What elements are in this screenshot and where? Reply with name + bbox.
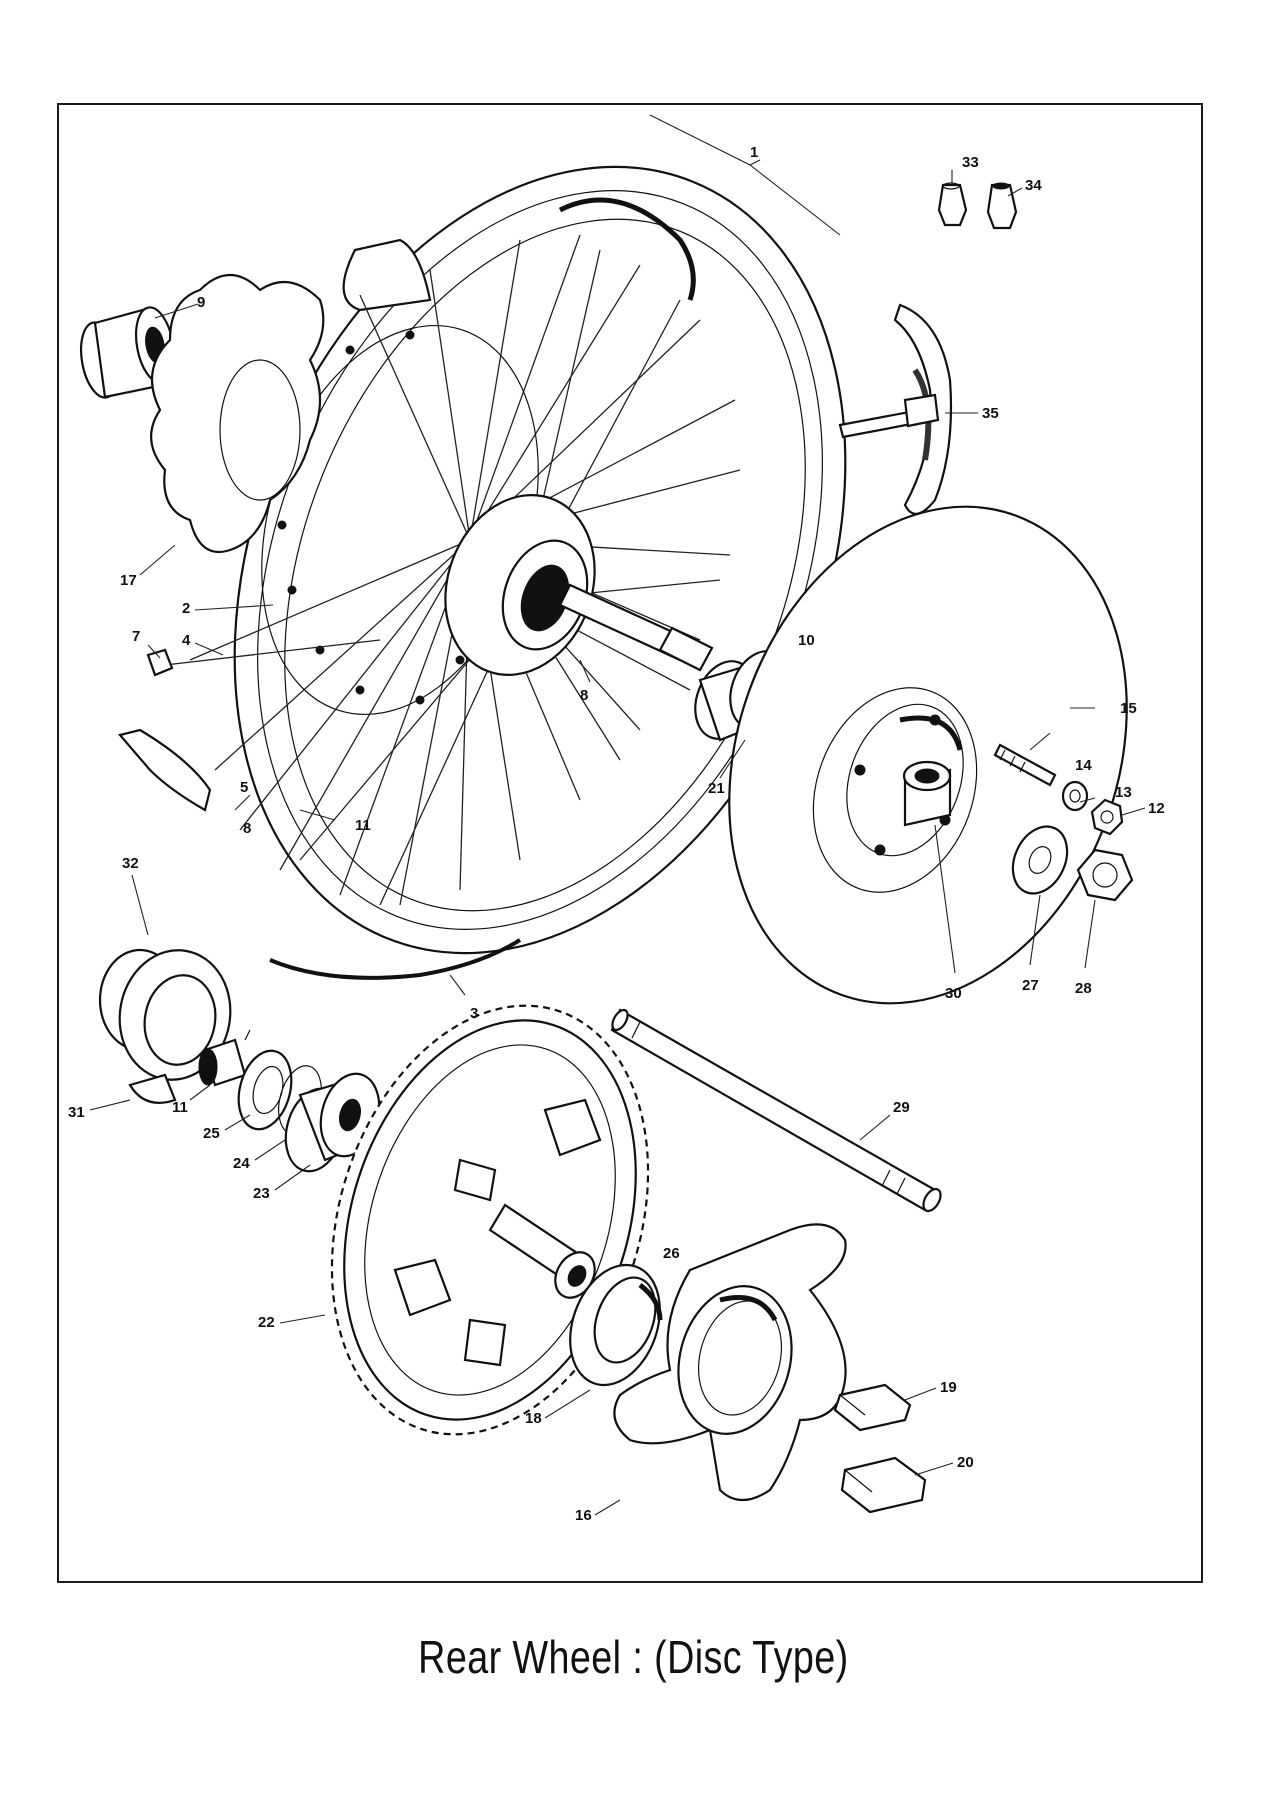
lock-ring <box>569 1263 663 1387</box>
callout-27: 27 <box>1022 977 1039 994</box>
callout-4: 4 <box>182 632 191 649</box>
callout-9: 9 <box>197 294 205 311</box>
callout-29: 29 <box>893 1099 910 1116</box>
rear-sprocket <box>330 1004 650 1436</box>
callout-34: 34 <box>1025 177 1042 194</box>
callout-2: 2 <box>182 600 190 617</box>
spoke-and-nipple <box>146 639 381 677</box>
callout-24: 24 <box>233 1155 250 1172</box>
callout-25: 25 <box>203 1125 220 1142</box>
callout-18: 18 <box>525 1410 542 1427</box>
callout-3: 3 <box>470 1005 478 1022</box>
hub-spindle <box>558 583 714 672</box>
wheel-hub <box>444 494 596 676</box>
callout-33: 33 <box>962 154 979 171</box>
diagram-caption: Rear Wheel : (Disc Type) <box>418 1631 849 1683</box>
callout-labels: 1 2 3 4 5 7 8 8 9 10 11 11 12 13 14 15 1… <box>68 144 1165 1524</box>
bearing-housing <box>98 948 232 1104</box>
rubber-block-20 <box>840 1456 927 1514</box>
callout-8-rim: 8 <box>243 820 251 837</box>
callout-31: 31 <box>68 1104 85 1121</box>
callout-16: 16 <box>575 1507 592 1524</box>
spoke-nipple-34 <box>986 182 1018 230</box>
callout-14: 14 <box>1075 757 1092 774</box>
callout-8-hub: 8 <box>580 687 588 704</box>
left-bearing <box>79 306 176 399</box>
wheel-spindle <box>610 1008 942 1213</box>
axle-nut <box>1076 848 1134 902</box>
disc-stud <box>993 743 1057 787</box>
callout-10: 10 <box>798 632 815 649</box>
callout-11-sleeve: 11 <box>172 1099 188 1116</box>
callout-30: 30 <box>945 985 962 1002</box>
exploded-parts-diagram: 1 2 3 4 5 7 8 8 9 10 11 11 12 13 14 15 1… <box>68 114 1165 1524</box>
callout-32: 32 <box>122 855 139 872</box>
callout-19: 19 <box>940 1379 957 1396</box>
callout-17: 17 <box>120 572 137 589</box>
callout-5: 5 <box>240 779 248 796</box>
callout-13: 13 <box>1115 784 1132 801</box>
callout-35: 35 <box>982 405 999 422</box>
stud-washer <box>1061 780 1089 812</box>
callout-23: 23 <box>253 1185 270 1202</box>
leader-lines <box>89 114 1146 1516</box>
stud-nut <box>1090 798 1124 836</box>
callout-22: 22 <box>258 1314 275 1331</box>
sprocket-spindle <box>488 1203 596 1299</box>
disc-bush <box>902 760 952 827</box>
callout-12: 12 <box>1148 800 1165 817</box>
cush-drive-hub <box>613 1223 847 1502</box>
callout-20: 20 <box>957 1454 974 1471</box>
callout-26: 26 <box>663 1245 680 1262</box>
callout-11-spoke: 11 <box>355 817 371 834</box>
callout-15: 15 <box>1120 700 1137 717</box>
flower-plate <box>150 274 325 554</box>
axle-washer <box>1011 825 1069 895</box>
callout-7: 7 <box>132 628 140 645</box>
diagram-frame <box>57 103 1203 1583</box>
rim-security-bolt <box>838 303 953 515</box>
callout-21: 21 <box>708 780 725 797</box>
rubber-block-19 <box>833 1383 912 1432</box>
callout-1: 1 <box>750 144 758 161</box>
callout-28: 28 <box>1075 980 1092 997</box>
spoke-nipple-33 <box>937 182 968 227</box>
